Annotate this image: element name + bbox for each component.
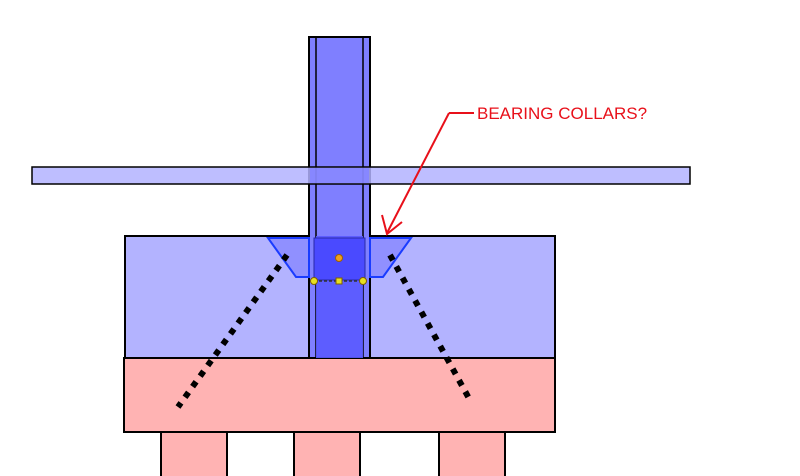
pile-middle: [293, 431, 361, 476]
load-path-right: [387, 253, 474, 404]
callout-arrowhead: [381, 214, 403, 236]
callout-label: BEARING COLLARS?: [477, 104, 647, 123]
load-path-left: [175, 253, 290, 409]
bolt-middle: [335, 277, 343, 285]
callout-leader-diagonal: [386, 112, 450, 234]
beam-column-overlap: [310, 168, 369, 183]
bolt-right: [359, 277, 367, 285]
pile-left: [160, 431, 228, 476]
steel-column: [308, 36, 371, 359]
base-plate-detail: [310, 237, 367, 285]
pile-right: [438, 431, 506, 476]
pile-cap: [123, 357, 556, 433]
annotation-callout: BEARING COLLARS?: [381, 104, 647, 236]
bolt-left: [310, 277, 318, 285]
center-mark: [335, 254, 343, 262]
